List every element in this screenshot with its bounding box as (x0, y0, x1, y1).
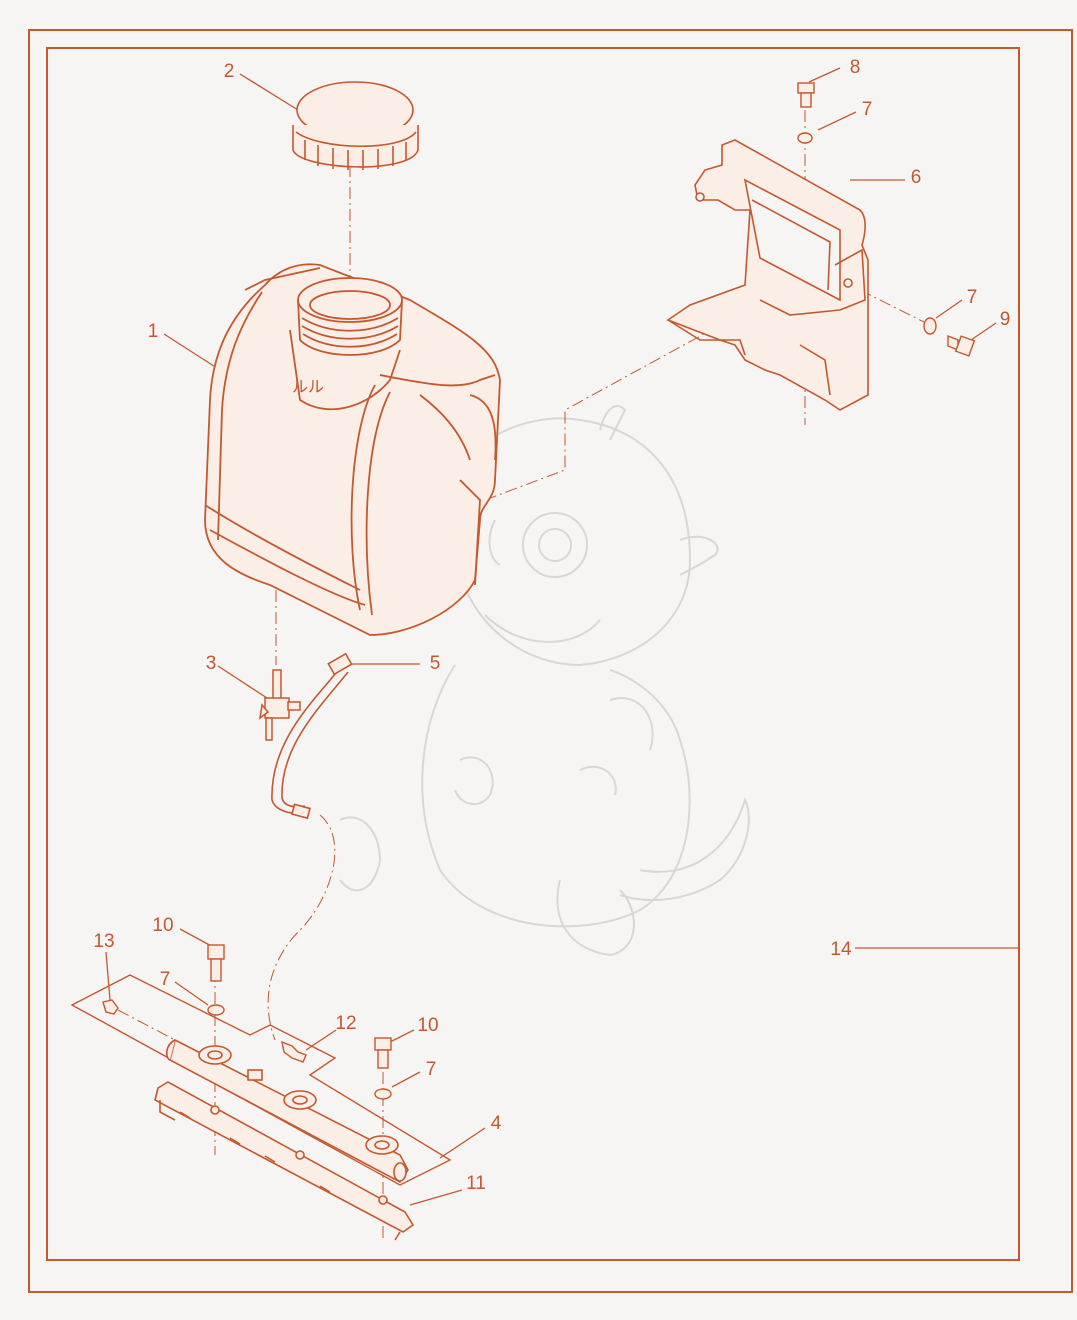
tank-bracket (666, 139, 869, 411)
callout-7-top: 7 (861, 99, 873, 120)
callout-3: 3 (205, 653, 217, 674)
callout-7-bottom-left: 7 (159, 969, 171, 990)
rail-assembly (70, 974, 452, 1186)
fuel-valve (258, 669, 301, 741)
callout-8: 8 (849, 57, 861, 78)
tank-logo: ルル (292, 377, 324, 396)
callout-5: 5 (429, 653, 441, 674)
callout-10-right: 10 (417, 1015, 439, 1036)
fuel-fitting-12 (281, 1040, 307, 1063)
callout-9: 9 (999, 309, 1011, 330)
washer-7-top (797, 132, 813, 144)
dragon-watermark (339, 405, 750, 957)
callout-2: 2 (223, 61, 235, 82)
washer-7-bottom-left (207, 1004, 225, 1016)
fuel-rail (165, 1038, 409, 1184)
bolt-10-left (207, 944, 225, 982)
fuel-tank (204, 263, 501, 636)
callout-7-bottom-right: 7 (425, 1059, 437, 1080)
bolt-10-right (374, 1037, 392, 1069)
callout-13: 13 (93, 931, 115, 952)
leader-lines (105, 67, 1018, 1206)
callout-11: 11 (466, 1173, 486, 1194)
callout-4: 4 (490, 1113, 502, 1134)
callout-12: 12 (335, 1013, 357, 1034)
outer-frame (28, 29, 1073, 1293)
inner-frame (46, 47, 1020, 1261)
callout-7-right: 7 (966, 287, 978, 308)
bolt-8 (797, 82, 815, 108)
bolt-9 (947, 334, 976, 357)
fuel-cap (292, 81, 419, 170)
callout-6: 6 (910, 167, 922, 188)
callout-10-left: 10 (152, 915, 174, 936)
washer-7-right (923, 317, 937, 335)
washer-7-bottom-right (374, 1088, 392, 1100)
callout-1: 1 (147, 321, 159, 342)
fuel-hose (271, 652, 353, 820)
rail-plate (154, 1081, 415, 1241)
callout-14: 14 (830, 939, 852, 960)
plug-13 (102, 999, 119, 1015)
